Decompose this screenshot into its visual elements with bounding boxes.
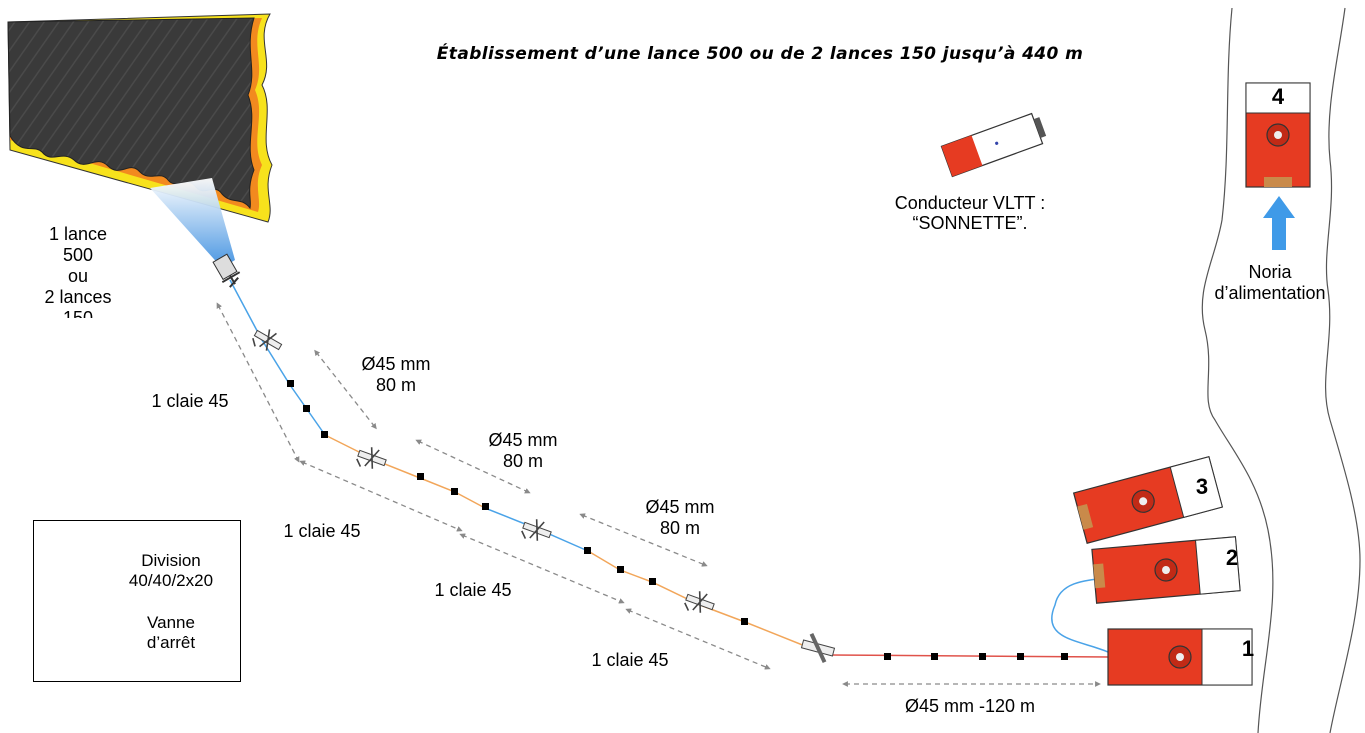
hose-length-label-2: Ø45 mm 80 m bbox=[473, 430, 573, 472]
water-jet bbox=[150, 178, 235, 268]
division-icon bbox=[252, 329, 283, 351]
hose-length: 80 m bbox=[502, 451, 544, 471]
driver-note-line: Conducteur VLTT : bbox=[894, 193, 1046, 213]
supply-arrow-icon bbox=[1263, 196, 1295, 250]
legend-line: Vanne bbox=[147, 613, 195, 632]
coupling bbox=[741, 618, 748, 625]
nozzle-label: 1 lance 500 ou 2 lances 150 bbox=[38, 224, 118, 318]
fire-truck-2 bbox=[1091, 536, 1241, 604]
coupling bbox=[617, 566, 624, 573]
driver-note: Conducteur VLTT : “SONNETTE”. bbox=[860, 193, 1080, 233]
valve-icon bbox=[800, 632, 836, 664]
hose-length: 80 m bbox=[375, 375, 417, 395]
legend-line: 40/40/2x20 bbox=[128, 571, 214, 590]
coupling bbox=[451, 488, 458, 495]
supply-label-line: Noria bbox=[1248, 262, 1292, 282]
supply-label-line: d’alimentation bbox=[1214, 283, 1326, 303]
coupling bbox=[1017, 653, 1024, 660]
hose-diameter: Ø45 mm bbox=[488, 430, 558, 450]
hose-length-label-1: Ø45 mm 80 m bbox=[346, 354, 446, 396]
coupling bbox=[979, 653, 986, 660]
coupling bbox=[482, 503, 489, 510]
diagram-title: Établissement d’une lance 500 ou de 2 la… bbox=[436, 44, 1084, 64]
ladder-arrow bbox=[216, 302, 300, 463]
driver-note-line: “SONNETTE”. bbox=[912, 213, 1028, 233]
division-icon bbox=[521, 519, 552, 541]
length-arrows bbox=[216, 302, 1101, 687]
fire-truck-4 bbox=[1245, 82, 1311, 188]
legend-valve-label: Vanne d’arrêt bbox=[106, 613, 236, 653]
length-arrow bbox=[314, 349, 377, 430]
nozzle-label-line: 500 bbox=[62, 245, 94, 265]
main-hose-label: Ø45 mm -120 m bbox=[904, 696, 1036, 716]
division-icon bbox=[684, 591, 715, 613]
nozzle-icon bbox=[212, 253, 241, 288]
river-banks bbox=[1201, 7, 1361, 733]
hose-length: 80 m bbox=[659, 518, 701, 538]
coupling bbox=[649, 578, 656, 585]
burning-building bbox=[7, 13, 273, 223]
nozzle-label-line: 150 bbox=[62, 308, 94, 318]
truck-number-4: 4 bbox=[1272, 84, 1285, 109]
nozzle-label-line: 1 lance bbox=[48, 224, 108, 244]
ladder-label-1: 1 claie 45 bbox=[151, 391, 229, 411]
legend-line: Division bbox=[141, 551, 201, 570]
coupling bbox=[287, 380, 294, 387]
vltt-vehicle-icon bbox=[940, 112, 1047, 178]
ladder-label-4: 1 claie 45 bbox=[591, 650, 669, 670]
ladder-arrow bbox=[459, 533, 625, 604]
division-icon bbox=[356, 447, 387, 469]
truck-number-2: 2 bbox=[1226, 545, 1238, 570]
coupling bbox=[931, 653, 938, 660]
ladder-arrow bbox=[625, 608, 771, 670]
length-arrow bbox=[579, 513, 708, 567]
coupling bbox=[1061, 653, 1068, 660]
coupling bbox=[303, 405, 310, 412]
nozzle-label-line: 2 lances bbox=[44, 287, 112, 307]
ladder-label-3: 1 claie 45 bbox=[434, 580, 512, 600]
legend-box: Division 40/40/2x20 Vanne d’arrêt bbox=[33, 520, 241, 682]
fire-truck-1 bbox=[1107, 628, 1253, 686]
ladder-arrow bbox=[299, 460, 463, 532]
hose-line bbox=[229, 279, 1111, 658]
hose-diameter: Ø45 mm bbox=[645, 497, 715, 517]
coupling bbox=[321, 431, 328, 438]
nozzle-label-line: ou bbox=[67, 266, 89, 286]
coupling bbox=[884, 653, 891, 660]
coupling bbox=[584, 547, 591, 554]
supply-label: Noria d’alimentation bbox=[1180, 262, 1360, 304]
legend-division-label: Division 40/40/2x20 bbox=[106, 551, 236, 591]
hose-diameter: Ø45 mm bbox=[361, 354, 431, 374]
hose-length-label-3: Ø45 mm 80 m bbox=[630, 497, 730, 539]
ladder-label-2: 1 claie 45 bbox=[283, 521, 361, 541]
truck-number-1: 1 bbox=[1242, 636, 1254, 661]
truck-number-3: 3 bbox=[1196, 474, 1208, 499]
fire-truck-3 bbox=[1072, 456, 1224, 544]
length-arrow bbox=[415, 439, 531, 494]
coupling bbox=[417, 473, 424, 480]
legend-line: d’arrêt bbox=[146, 633, 196, 652]
